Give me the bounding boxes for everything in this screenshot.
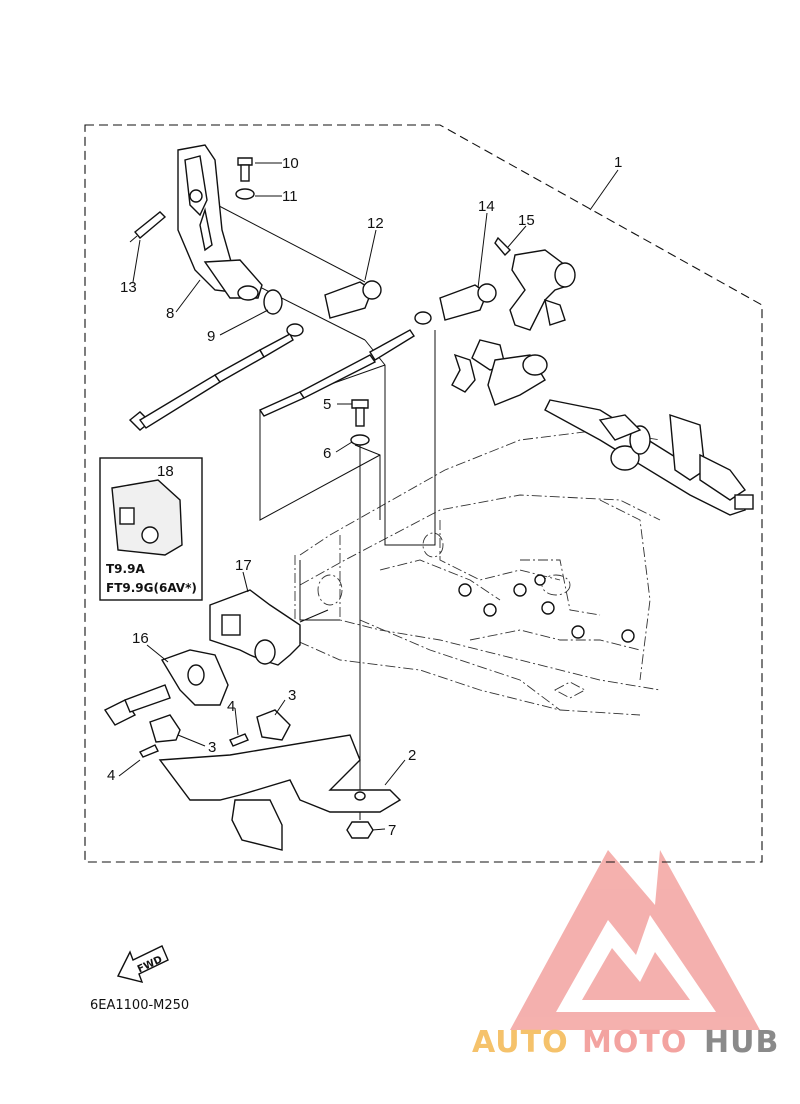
- watermark-hub: HUB: [704, 1025, 779, 1060]
- callout-7: 7: [388, 822, 396, 839]
- callout-4b: 4: [107, 767, 115, 784]
- callout-2: 2: [408, 747, 416, 764]
- callout-18: 18: [157, 463, 174, 480]
- cable-joint-14: [439, 283, 497, 321]
- throttle-lever: [177, 144, 263, 301]
- callout-13: 13: [120, 279, 137, 296]
- o-ring-9: [263, 289, 283, 315]
- watermark-logo: [510, 850, 760, 1030]
- shift-lever: [509, 249, 576, 331]
- washer-6: [350, 434, 370, 446]
- cable-joint-12: [324, 280, 382, 319]
- watermark-brand: AUTO MOTO HUB: [472, 1025, 779, 1060]
- watermark-auto: AUTO: [472, 1025, 569, 1060]
- callout-leaders: [118, 162, 619, 831]
- shift-cable: [258, 329, 415, 417]
- bracket-plate-2: [158, 734, 402, 851]
- fwd-arrow-icon: FWD: [116, 945, 169, 984]
- bolt-16: [103, 684, 171, 726]
- engine-bracket-ghost: [294, 429, 661, 716]
- callout-10: 10: [282, 155, 299, 172]
- callout-5: 5: [323, 396, 331, 413]
- callout-6: 6: [323, 445, 331, 462]
- pin-4b: [229, 733, 249, 747]
- nut-9b: [286, 323, 304, 337]
- callout-12: 12: [367, 215, 384, 232]
- plate-16: [160, 649, 229, 706]
- callout-16: 16: [132, 630, 149, 647]
- watermark-moto: MOTO: [582, 1025, 687, 1060]
- callout-14: 14: [478, 198, 495, 215]
- washer-11: [235, 188, 255, 200]
- callout-3a: 3: [288, 687, 296, 704]
- callout-17: 17: [235, 557, 252, 574]
- callout-9: 9: [207, 328, 215, 345]
- nut-14b: [414, 311, 432, 325]
- cotter-pin-15: [494, 236, 511, 257]
- bracket-posts: [458, 574, 635, 643]
- pin-4a: [139, 744, 159, 758]
- drawing-code: 6EA1100-M250: [90, 998, 189, 1013]
- bolt-10: [237, 157, 253, 182]
- bolt-5: [351, 399, 369, 427]
- clip-3b: [256, 709, 291, 741]
- callout-11: 11: [282, 188, 298, 205]
- clip-3a: [149, 714, 181, 743]
- inset-model-line2: FT9.9G(6AV*): [106, 581, 197, 595]
- nut-7: [346, 821, 374, 839]
- bracket-17: [209, 589, 329, 666]
- callout-numbers: 1 2 3 3 4 4 5 6 7 8 9 10 11 12 13 14 15 …: [107, 154, 622, 839]
- callout-8: 8: [166, 305, 174, 322]
- callout-4a: 4: [227, 698, 235, 715]
- inset-model-line1: T9.9A: [106, 562, 145, 576]
- callout-15: 15: [518, 212, 535, 229]
- cotter-pin-13: [129, 211, 167, 243]
- shift-shaft-assembly: [451, 339, 754, 516]
- throttle-cable: [128, 333, 294, 431]
- callout-3b: 3: [208, 739, 216, 756]
- inset-box: [99, 457, 203, 601]
- callout-1: 1: [614, 154, 622, 171]
- assembly-boundary: [84, 124, 763, 863]
